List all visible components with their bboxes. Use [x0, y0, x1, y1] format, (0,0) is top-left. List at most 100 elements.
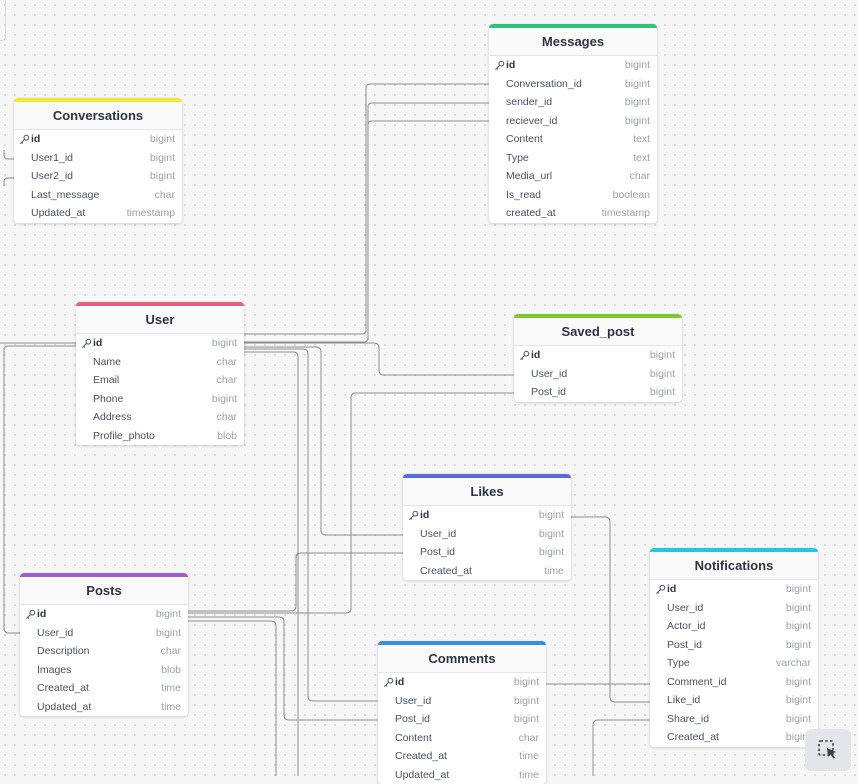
relationship-line[interactable] [593, 720, 650, 776]
field-type: time [519, 750, 539, 762]
relationship-line[interactable] [188, 617, 378, 720]
key-icon [408, 510, 419, 521]
table-header: Messages [489, 24, 657, 56]
table-header: Likes [403, 474, 571, 506]
relationship-line[interactable] [243, 84, 489, 334]
field-name: Created_at [395, 750, 447, 762]
field-name: Conversation_id [506, 78, 582, 90]
field-type: bigint [212, 337, 237, 349]
field-name: Actor_id [667, 620, 706, 632]
field-name: User_id [420, 528, 456, 540]
relationship-line[interactable] [368, 121, 489, 340]
field-type: bigint [786, 713, 811, 725]
field-row[interactable]: Conversation_id bigint [489, 75, 657, 94]
key-icon [25, 609, 36, 620]
field-type: char [217, 411, 237, 423]
relationship-line[interactable] [243, 349, 378, 701]
field-row[interactable]: Comment_id bigint [650, 673, 818, 692]
field-name: Type [506, 152, 529, 164]
relationship-line[interactable] [243, 352, 298, 776]
field-type: bigint [786, 583, 811, 595]
field-name: Post_id [395, 713, 430, 725]
field-type: bigint [786, 602, 811, 614]
relationship-line[interactable] [4, 178, 14, 186]
relationship-line[interactable] [4, 150, 14, 159]
field-type: bigint [786, 676, 811, 688]
table-header: Posts [20, 573, 188, 605]
relationship-line[interactable] [188, 553, 403, 611]
relationship-line[interactable] [243, 347, 403, 535]
relationship-line[interactable] [188, 621, 276, 776]
field-type: bigint [650, 349, 675, 361]
field-type: bigint [625, 78, 650, 90]
selection-tool-button[interactable] [805, 729, 851, 771]
field-type: bigint [212, 393, 237, 405]
field-type: text [633, 133, 650, 145]
relationship-line[interactable] [243, 103, 489, 342]
field-name: Comment_id [667, 676, 727, 688]
offscreen-table-edge[interactable] [0, 0, 6, 41]
field-row[interactable]: Created_at time [378, 747, 546, 766]
relationship-line[interactable] [570, 517, 650, 702]
table-header: Notifications [650, 548, 818, 580]
relationship-line[interactable] [243, 343, 514, 375]
field-name: created_at [506, 207, 556, 219]
field-name: User2_id [31, 170, 73, 182]
field-name: User_id [395, 695, 431, 707]
